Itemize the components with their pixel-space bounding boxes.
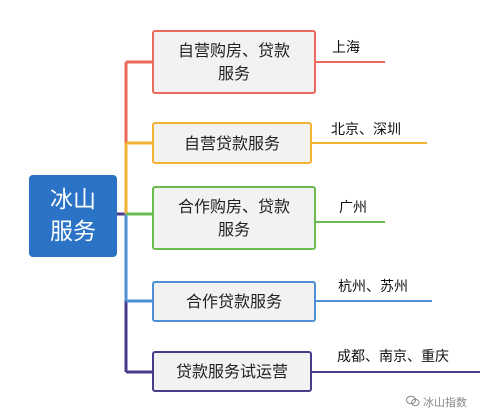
service-node-1-line-2: 服务 [217, 64, 250, 83]
region-label-1: 上海 [332, 40, 360, 56]
service-node-2-line-1: 自营贷款服务 [183, 133, 280, 153]
root-node: 冰山 服务 [29, 175, 117, 257]
service-node-2: 自营贷款服务 [152, 122, 312, 164]
watermark: 冰山指数 [406, 394, 467, 410]
service-node-5: 贷款服务试运营 [152, 351, 312, 392]
wechat-icon [406, 395, 420, 410]
service-node-4: 合作贷款服务 [152, 281, 316, 322]
root-line-2: 服务 [50, 219, 96, 245]
region-label-5: 成都、南京、重庆 [337, 349, 449, 365]
service-node-3-line-1: 合作购房、贷款 [177, 197, 290, 216]
service-node-1: 自营购房、贷款 服务 [152, 30, 316, 94]
region-label-4: 杭州、苏州 [338, 279, 408, 295]
service-node-5-line-1: 贷款服务试运营 [175, 362, 288, 381]
service-node-3-line-2: 服务 [217, 220, 250, 239]
region-label-2: 北京、深圳 [331, 122, 401, 138]
service-node-4-line-1: 合作贷款服务 [185, 292, 282, 311]
region-label-3: 广州 [339, 200, 367, 216]
service-node-1-line-1: 自营购房、贷款 [177, 41, 290, 60]
watermark-text: 冰山指数 [423, 396, 467, 409]
root-line-1: 冰山 [50, 187, 96, 213]
service-node-3: 合作购房、贷款 服务 [152, 186, 316, 250]
